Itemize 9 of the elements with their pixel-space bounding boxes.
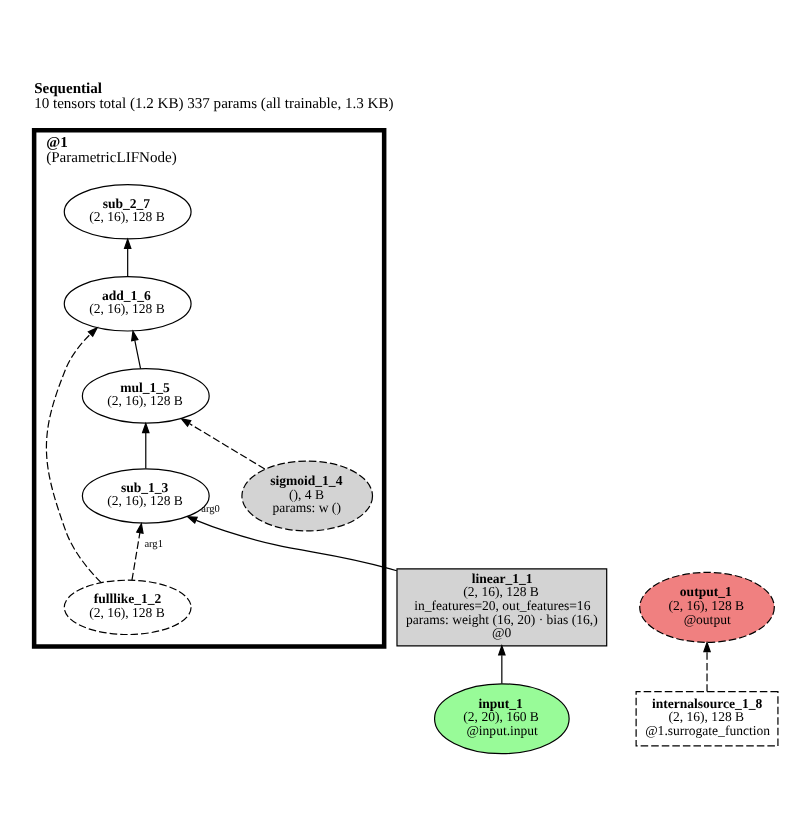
arrow <box>497 643 506 684</box>
arrow <box>131 520 144 580</box>
arrow <box>130 328 142 369</box>
arrow <box>141 420 150 469</box>
arrow <box>703 639 712 692</box>
diagram-title: Sequential <box>34 77 102 96</box>
arrow <box>45 325 102 583</box>
arrow <box>123 236 132 277</box>
arrow <box>179 416 266 469</box>
